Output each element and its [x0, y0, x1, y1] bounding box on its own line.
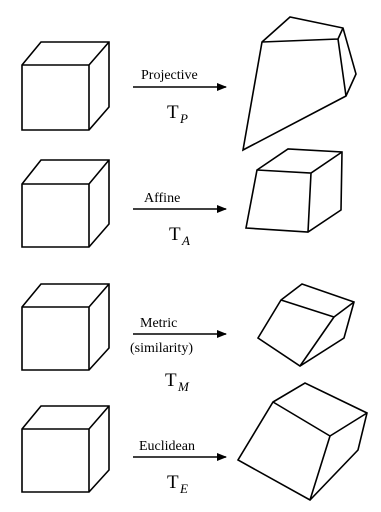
- symbol-tp: T P: [167, 102, 188, 126]
- symbol-t: T: [167, 102, 179, 123]
- subscript-p: P: [179, 111, 188, 126]
- source-cube-4: [21, 405, 110, 493]
- projective-shape: [241, 16, 357, 152]
- subscript-m: M: [177, 379, 190, 394]
- row-metric: Metric (similarity) T M: [21, 283, 355, 394]
- label-metric: Metric: [140, 316, 177, 331]
- label-projective: Projective: [141, 68, 198, 83]
- symbol-t: T: [169, 224, 181, 245]
- symbol-tm: T M: [165, 370, 190, 394]
- symbol-te: T E: [167, 472, 188, 496]
- row-affine: Affine T A: [21, 148, 343, 248]
- euclidean-shape: [236, 382, 368, 501]
- label-affine: Affine: [144, 191, 180, 206]
- source-cube-3: [21, 283, 110, 371]
- row-euclidean: Euclidean T E: [21, 382, 368, 501]
- subscript-a: A: [181, 233, 190, 248]
- row-projective: Projective T P: [21, 16, 357, 152]
- metric-shape: [256, 283, 355, 367]
- label-euclidean: Euclidean: [139, 439, 195, 454]
- symbol-t: T: [165, 370, 177, 391]
- source-cube-2: [21, 159, 110, 248]
- affine-shape: [245, 148, 343, 233]
- symbol-t: T: [167, 472, 179, 493]
- source-cube-1: [21, 41, 110, 131]
- subscript-e: E: [179, 481, 188, 496]
- symbol-ta: T A: [169, 224, 190, 248]
- label-similarity: (similarity): [130, 341, 193, 356]
